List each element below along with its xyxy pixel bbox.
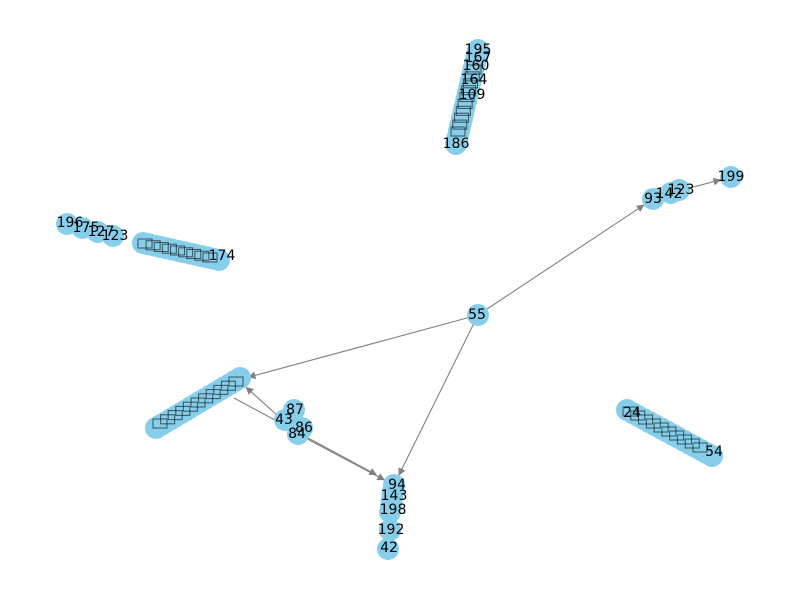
top-cluster-glyph-1: [452, 119, 468, 130]
top-cluster-glyph-7: [462, 78, 478, 89]
node-label-17: 198: [380, 502, 407, 518]
node-198: [377, 538, 399, 560]
node-label-23: 84: [288, 426, 306, 442]
node-label-26: 54: [705, 444, 723, 460]
node-label-16: 143: [381, 488, 408, 504]
node-label-10: 196: [57, 215, 84, 231]
upper-left-cluster-node-13: [208, 249, 230, 271]
node-84: [467, 304, 489, 326]
right-cluster-glyph-9: [692, 442, 708, 453]
top-cluster-glyph-8: [464, 71, 480, 82]
upper-left-cluster-glyph-5: [178, 247, 194, 258]
edge-2: [247, 314, 479, 380]
edge-4: [297, 433, 385, 481]
node-label-13: 123: [102, 228, 129, 244]
label-layer: 1951671601641091861991231429319617512712…: [57, 42, 745, 556]
node-label-7: 123: [668, 182, 695, 198]
upper-left-cluster-glyph-8: [202, 252, 218, 263]
node-192: [379, 519, 401, 541]
left-cluster-glyph-10: [228, 376, 244, 387]
top-cluster-glyph-0: [450, 126, 466, 137]
node-label-1: 167: [465, 50, 492, 66]
left-cluster-node-17: [229, 367, 251, 389]
edge-1: [398, 314, 479, 476]
node-label-6: 199: [718, 169, 745, 185]
node-label-9: 93: [644, 191, 662, 207]
node-label-21: 43: [275, 412, 293, 428]
node-label-22: 86: [295, 420, 313, 436]
node-label-5: 186: [443, 136, 470, 152]
top-cluster-glyph-2: [454, 112, 470, 123]
node-label-0: 195: [465, 42, 492, 58]
node-93: [642, 188, 664, 210]
upper-left-cluster-glyph-1: [145, 240, 161, 251]
node-label-8: 142: [656, 186, 683, 202]
node-label-2: 160: [463, 58, 490, 74]
node-86: [287, 423, 309, 445]
node-label-15: 94: [388, 477, 406, 493]
node-label-12: 127: [88, 224, 115, 240]
node-87: [274, 409, 296, 431]
top-cluster-glyph-3: [455, 105, 471, 116]
upper-left-cluster-glyph-2: [153, 241, 169, 253]
top-cluster-glyph-6: [461, 85, 477, 96]
node-label-24: 55: [468, 307, 486, 323]
node-label-19: 42: [380, 540, 398, 556]
top-cluster-glyph-5: [459, 92, 475, 103]
node-label-20: 87: [286, 402, 304, 418]
node-label-18: 192: [378, 522, 405, 538]
far-left-chain-node-3: [102, 225, 124, 247]
upper-left-cluster-glyph-7: [194, 250, 210, 261]
top-cluster-glyph-9: [466, 64, 482, 75]
node-label-3: 164: [461, 72, 488, 88]
upper-left-cluster-glyph-4: [169, 245, 186, 256]
upper-left-cluster-glyph-0: [137, 238, 153, 249]
top-cluster-glyph-4: [457, 98, 473, 109]
node-199: [720, 166, 742, 188]
top-cluster-node-15: [467, 39, 489, 61]
node-label-11: 175: [73, 220, 100, 236]
bottom-stack-node-5: [379, 501, 401, 523]
edge-0: [477, 204, 645, 316]
upper-left-cluster-glyph-3: [161, 243, 177, 254]
upper-left-cluster-glyph-6: [186, 248, 202, 260]
node-label-14: 174: [209, 248, 236, 264]
node-123: [668, 179, 690, 201]
